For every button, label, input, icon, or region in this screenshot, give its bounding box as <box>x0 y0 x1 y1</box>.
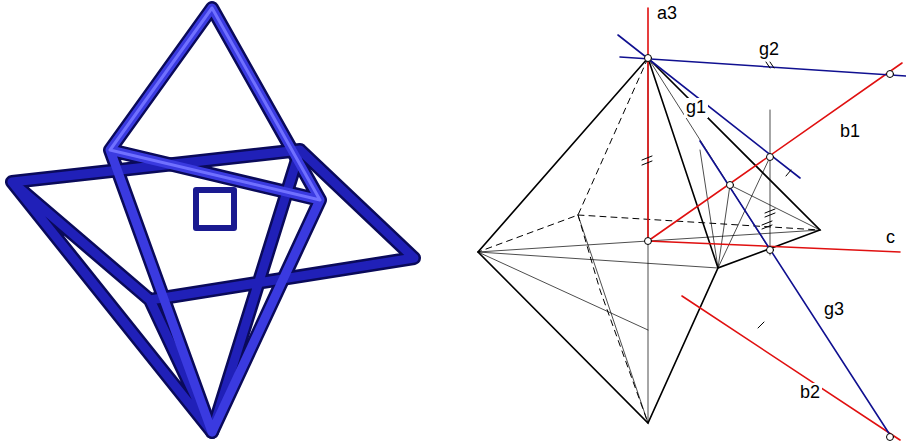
line-label: a3 <box>655 4 679 24</box>
line-label: b1 <box>838 122 862 142</box>
line-label: g2 <box>757 40 781 60</box>
line-label: c <box>884 228 897 248</box>
line-label: b2 <box>798 383 822 403</box>
line-label: g1 <box>684 98 708 118</box>
line-label: g3 <box>822 300 846 320</box>
